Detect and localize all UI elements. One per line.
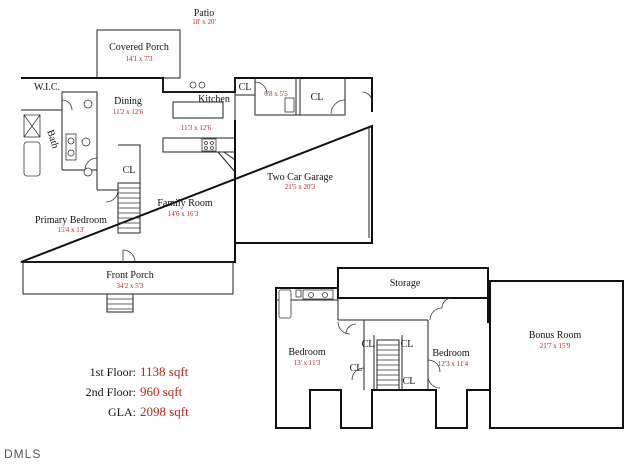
front-door (122, 249, 136, 263)
second-floor-area-label: 2nd Floor: (85, 385, 136, 399)
door-swing (427, 359, 441, 373)
burner-icon (210, 141, 214, 145)
sink-icon (308, 292, 314, 298)
covered-porch-dimensions: 14'1 x 7'3 (125, 55, 153, 63)
bedroom-left-label: Bedroom (288, 347, 325, 358)
closet-label: CL (401, 339, 414, 350)
first-floor-area-value: 1138 sqft (140, 364, 189, 379)
dining-label: Dining (114, 96, 142, 107)
sink-icon-2 (322, 292, 328, 298)
closet-label: CL (403, 376, 416, 387)
door-swing (337, 321, 351, 335)
front-porch-dimensions: 34'2 x 5'3 (116, 282, 144, 290)
family-room-label: Family Room (157, 198, 213, 209)
sink-icon-2 (67, 149, 75, 157)
staircase (117, 182, 141, 234)
gla-area-row: GLA: 2098 sqft (50, 402, 189, 422)
kitchen-label: Kitchen (198, 94, 230, 105)
bonus-room-dimensions: 21'7 x 15'9 (540, 342, 571, 350)
door-swing (351, 367, 365, 381)
bath-label: Bath (44, 129, 60, 150)
bedroom-right-label: Bedroom (432, 348, 469, 359)
second-floor-area-value: 960 sqft (140, 384, 183, 399)
patio-dimensions: 18' x 20' (192, 18, 216, 26)
toilet-icon (295, 289, 302, 298)
garage-entry-door (361, 91, 373, 103)
door-swing (427, 375, 441, 389)
kitchen-sink-icon-2 (198, 81, 206, 89)
bedroom-right-dimensions: 12'3 x 11'4 (438, 360, 469, 368)
stove-icon (201, 138, 217, 152)
family-room-dimensions: 14'6 x 16'3 (168, 210, 199, 218)
kitchen-counter (162, 78, 236, 153)
burner-icon (204, 146, 208, 150)
door-swing (84, 157, 98, 171)
bathtub-icon (278, 289, 292, 319)
second-floor-exterior-wall (275, 287, 491, 429)
burner-icon (210, 146, 214, 150)
garage-label: Two Car Garage (267, 172, 333, 183)
door-swing (61, 99, 73, 111)
door-swing (330, 99, 346, 115)
bathtub-icon (23, 141, 41, 177)
kitchen-dimensions: 11'3 x 12'6 (181, 124, 212, 132)
patio-label: Patio (194, 8, 215, 19)
vanity-icon (302, 289, 334, 300)
door-swing (429, 307, 443, 321)
bedroom-left-dimensions: 13' x 11'3 (294, 359, 321, 367)
upstairs-hall-walls (338, 319, 429, 390)
closet-label: CL (350, 363, 363, 374)
wic-label: W.I.C. (34, 82, 60, 93)
toilet-icon-2 (83, 99, 93, 109)
hall-closet-wall (118, 144, 141, 215)
bath-vanity-icon (65, 133, 77, 161)
sink-icon-3 (81, 137, 91, 147)
primary-suite-walls (21, 91, 119, 215)
closet-label: CL (362, 339, 375, 350)
garage-dimensions: 21'5 x 20'3 (285, 183, 316, 191)
kitchen-island (172, 101, 224, 119)
first-floor-area-label: 1st Floor: (89, 365, 136, 379)
burner-icon (204, 141, 208, 145)
bonus-room-label: Bonus Room (529, 330, 582, 341)
dmls-logo: DMLS (4, 447, 42, 461)
sink-icon (67, 137, 75, 145)
washer-icon (284, 97, 295, 113)
garage-closet-label: CL (311, 92, 324, 103)
upstairs-staircase (376, 339, 400, 391)
first-floor-area-row: 1st Floor: 1138 sqft (50, 362, 189, 382)
storage-label: Storage (390, 278, 421, 289)
door-swing (105, 189, 119, 203)
laundry-dimensions: 6'8 x 5'5 (264, 90, 288, 98)
dining-dimensions: 11'2 x 12'6 (113, 108, 144, 116)
garage-closet-walls (299, 78, 346, 116)
first-floor-plan: Patio 18' x 20' Covered Porch 14'1 x 7'3… (20, 8, 373, 313)
primary-bedroom-dimensions: 15'4 x 13' (57, 226, 84, 234)
kitchen-sink-icon (189, 81, 197, 89)
door-swing (441, 297, 453, 309)
gla-area-label: GLA: (108, 405, 136, 419)
second-floor-area-row: 2nd Floor: 960 sqft (50, 382, 189, 402)
front-steps (106, 293, 134, 313)
door-swing (345, 323, 357, 335)
covered-porch-outline (96, 29, 181, 79)
second-floor-plan: Storage Bonus Room 21'7 x 15'9 CL CL CL … (275, 267, 624, 429)
hall-closet-label: CL (123, 165, 136, 176)
kitchen-closet-label: CL (239, 82, 252, 93)
front-porch-label: Front Porch (106, 270, 154, 281)
laundry-walls (234, 78, 300, 120)
bonus-room-outline (489, 280, 624, 429)
door-swing (254, 81, 268, 95)
shower-drain-icon (23, 114, 41, 138)
covered-porch-label: Covered Porch (109, 42, 169, 53)
pantry-wall (217, 151, 236, 173)
toilet-icon (83, 167, 93, 177)
primary-bedroom-label: Primary Bedroom (35, 215, 107, 226)
gla-area-value: 2098 sqft (140, 404, 189, 419)
area-summary: 1st Floor: 1138 sqft 2nd Floor: 960 sqft… (50, 362, 189, 422)
